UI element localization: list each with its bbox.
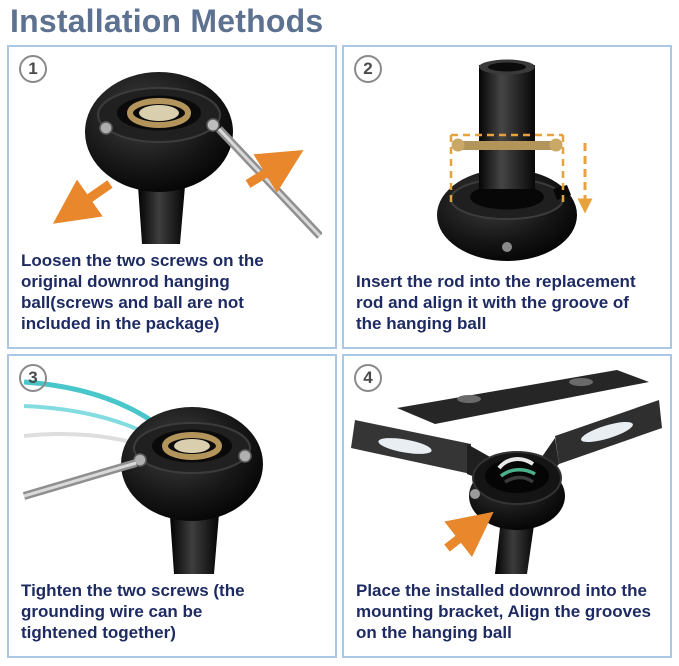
step-4-number-badge: 4 bbox=[354, 364, 382, 392]
ball-wires-screwdriver-illustration bbox=[22, 379, 263, 574]
step-4-image bbox=[344, 356, 670, 574]
bracket-slot bbox=[378, 437, 432, 454]
step-3-number-badge: 3 bbox=[19, 364, 47, 392]
ball-screw bbox=[470, 488, 480, 499]
orange-arrow bbox=[444, 511, 494, 557]
step-1-image bbox=[9, 47, 335, 244]
step-2-number-badge: 2 bbox=[354, 55, 382, 83]
step-number: 3 bbox=[28, 368, 38, 387]
groove-notch bbox=[553, 184, 571, 200]
screwdriver bbox=[216, 125, 322, 239]
hanging-ball bbox=[121, 406, 263, 574]
white-wire bbox=[497, 456, 535, 470]
brass-ring bbox=[127, 97, 191, 128]
step-panel-1: 1 bbox=[7, 45, 337, 349]
green-wire bbox=[499, 467, 536, 478]
installed-downrod-ball bbox=[469, 450, 565, 574]
left-screw bbox=[99, 120, 113, 135]
step-1-number-badge: 1 bbox=[19, 55, 47, 83]
downrod bbox=[170, 513, 219, 574]
step-panel-3: 3 bbox=[7, 354, 337, 658]
step-2-caption: Insert the rod into the replacement rod … bbox=[356, 271, 636, 333]
screwdriver bbox=[22, 458, 138, 500]
right-screw bbox=[238, 449, 252, 463]
step-number: 2 bbox=[363, 59, 373, 78]
step-number: 4 bbox=[363, 368, 373, 387]
bracket-hole bbox=[457, 394, 481, 403]
orange-arrow-right bbox=[245, 149, 304, 193]
mounting-bracket bbox=[351, 369, 662, 488]
steps-grid: 1 bbox=[0, 45, 679, 658]
right-screw bbox=[206, 117, 220, 132]
step-2-image bbox=[344, 47, 670, 265]
brass-ring bbox=[162, 431, 222, 460]
page-title: Installation Methods bbox=[10, 3, 324, 39]
step-1-caption: Loosen the two screws on the original do… bbox=[21, 250, 264, 333]
downrod bbox=[495, 517, 535, 574]
step-3-image bbox=[9, 356, 335, 574]
step-4-caption: Place the installed downrod into the mou… bbox=[356, 580, 652, 642]
bracket-slot bbox=[581, 421, 633, 442]
step-panel-2: 2 bbox=[342, 45, 672, 349]
hanging-ball bbox=[85, 71, 233, 244]
black-wire bbox=[504, 475, 535, 484]
ball-screw bbox=[502, 241, 512, 252]
orange-arrow-left bbox=[52, 179, 113, 224]
rod-into-ball-illustration bbox=[437, 59, 593, 261]
mounting-bracket-illustration bbox=[351, 369, 662, 574]
alignment-guides bbox=[449, 133, 593, 214]
bracket-hole bbox=[569, 377, 593, 386]
downrod bbox=[138, 185, 185, 244]
step-3-caption: Tighten the two screws (the grounding wi… bbox=[21, 580, 245, 642]
gold-cross-pin bbox=[451, 138, 563, 152]
step-number: 1 bbox=[28, 59, 38, 78]
replacement-rod bbox=[479, 59, 535, 189]
hanging-ball-screwdriver-illustration bbox=[52, 71, 322, 244]
step-panel-4: 4 bbox=[342, 354, 672, 658]
